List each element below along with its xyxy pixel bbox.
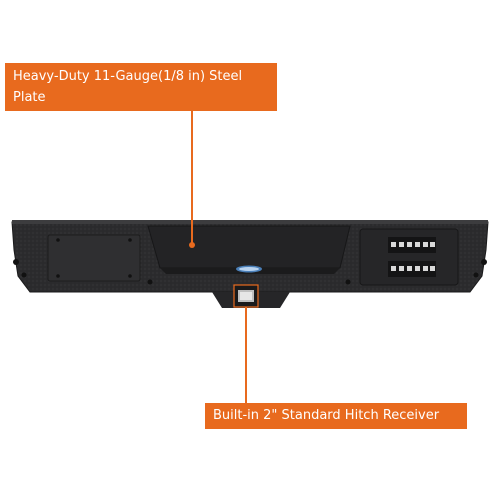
leader-line-bottom [245, 307, 247, 403]
center-recess [147, 225, 351, 269]
callout-steel-plate-line1: Heavy-Duty 11-Gauge(1/8 in) Steel Plate [13, 69, 243, 105]
callout-steel-plate: Heavy-Duty 11-Gauge(1/8 in) Steel Plate … [5, 63, 277, 126]
leader-line-top [191, 111, 193, 244]
callout-hitch-receiver-text: Built-in 2" Standard Hitch Receiver [213, 408, 440, 423]
leader-dot-top [189, 242, 195, 248]
callout-hitch-receiver: Built-in 2" Standard Hitch Receiver [205, 403, 467, 429]
callout-steel-plate-line2: for Bumper Main Body [13, 111, 159, 126]
bolt-left [13, 259, 19, 265]
bolt-right [481, 259, 487, 265]
license-plate-panel [47, 234, 141, 282]
